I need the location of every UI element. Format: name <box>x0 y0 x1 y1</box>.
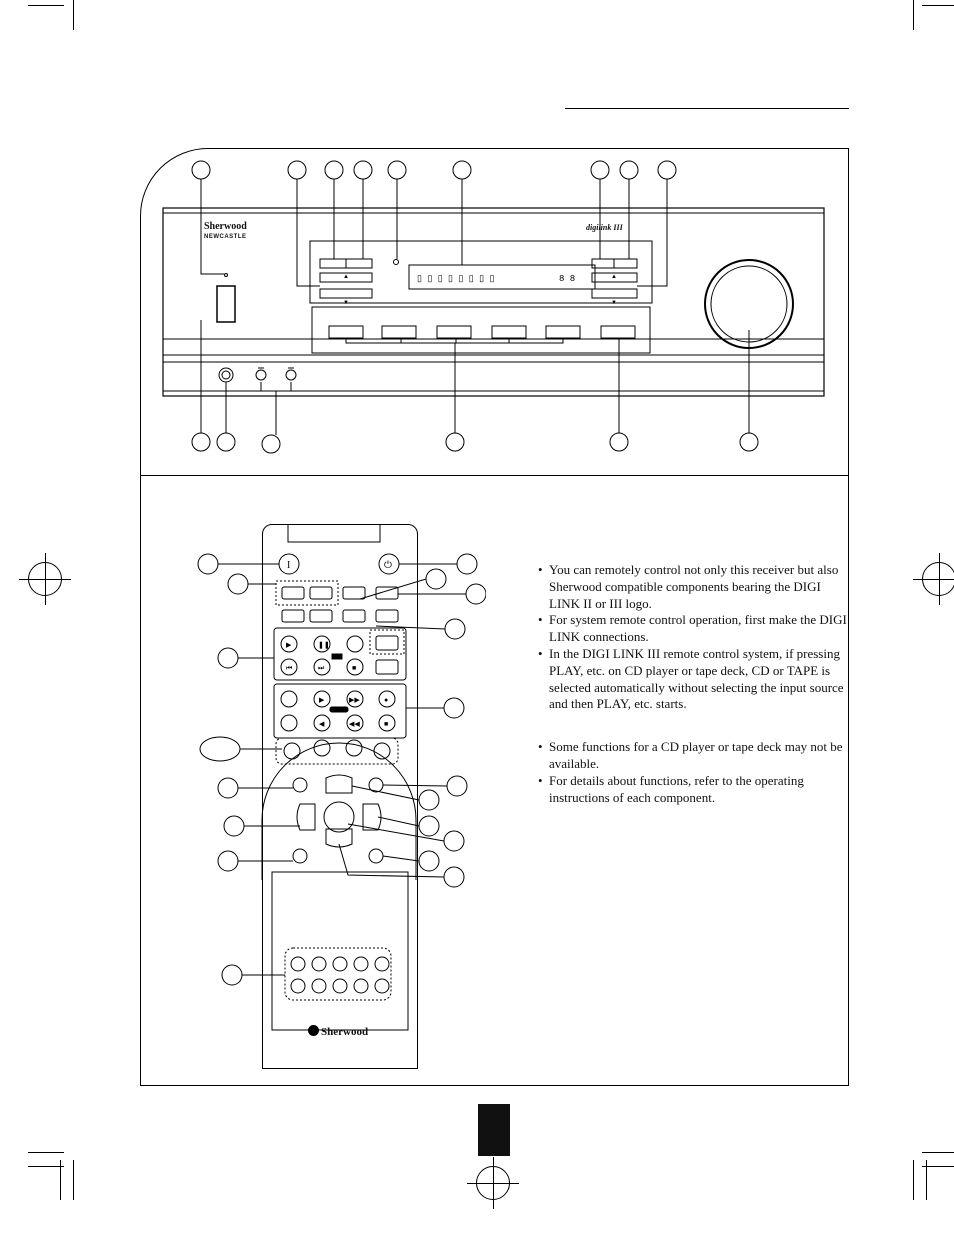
remote-brand-logo: Sherwood <box>308 1025 368 1038</box>
svg-text:▶: ▶ <box>286 641 292 649</box>
receiver-body <box>162 207 825 397</box>
svg-text:⏮: ⏮ <box>286 664 292 672</box>
note-functions-availability: Some functions for a CD player or tape d… <box>538 739 848 773</box>
crop-mark <box>913 0 914 30</box>
header-rule <box>565 108 849 109</box>
illustration-frame <box>140 148 849 1086</box>
page-tab <box>478 1104 510 1156</box>
remote-callouts-left <box>197 553 249 986</box>
svg-text:❚❚: ❚❚ <box>318 641 330 649</box>
svg-text:▼: ▼ <box>611 300 617 306</box>
note-operating-instructions: For details about functions, refer to th… <box>538 773 848 807</box>
registration-mark <box>467 1157 519 1209</box>
digilink-logo: digilink III <box>586 223 623 232</box>
crop-mark <box>73 1160 74 1200</box>
crop-mark <box>28 1166 64 1167</box>
power-switch <box>216 285 236 323</box>
cd-control-block <box>273 627 407 681</box>
indicator-led <box>393 259 399 265</box>
display-window <box>408 264 596 290</box>
registration-mark <box>19 553 71 605</box>
frame-divider <box>140 475 849 476</box>
crop-mark <box>926 1160 927 1200</box>
svg-text:▶: ▶ <box>319 696 325 704</box>
svg-text:●: ● <box>384 696 388 704</box>
callout-circles-top <box>191 160 677 180</box>
crop-mark <box>28 1152 64 1153</box>
input-selector-buttons <box>328 325 636 339</box>
note-digilink-iii: In the DIGI LINK III remote control syst… <box>538 646 848 713</box>
crop-mark <box>913 1160 914 1200</box>
remote-control-diagram: I ⏻ ▶❚❚⏮⏭■ ▶▶▶● ◀◀◀■ <box>197 524 486 1031</box>
right-up-button <box>591 272 638 283</box>
svg-text:▲: ▲ <box>343 274 349 280</box>
number-keypad <box>290 956 390 994</box>
remote-callouts-right <box>418 553 486 888</box>
input-buttons-row2 <box>281 609 399 623</box>
front-logo-subtext: NEWCASTLE <box>204 234 247 240</box>
crop-mark <box>73 0 74 30</box>
svg-text:◀: ◀ <box>319 720 325 728</box>
input-jack-right <box>285 369 297 381</box>
navigation-cross <box>296 774 382 848</box>
crop-mark <box>922 5 954 6</box>
front-logo-text: Sherwood <box>204 221 247 232</box>
navigation-arc <box>261 742 417 880</box>
input-buttons-row1 <box>281 586 399 600</box>
enter-button <box>323 801 355 833</box>
note-digilink-connection: For system remote control operation, fir… <box>538 612 848 646</box>
phones-jack <box>218 367 234 383</box>
registration-mark <box>913 553 954 605</box>
crop-mark <box>60 1160 61 1200</box>
crop-mark <box>922 1166 954 1167</box>
left-up-button <box>319 272 373 283</box>
svg-text:■: ■ <box>352 664 356 672</box>
svg-text:8 8: 8 8 <box>559 274 575 284</box>
front-brand-logo: Sherwood NEWCASTLE <box>204 222 247 242</box>
front-panel-diagram: ▯ ▯ ▯ ▯ ▯ ▯ ▯ ▯ 8 8 ▲ ▼ ▲ ▼ <box>162 160 825 454</box>
svg-text:I: I <box>287 560 290 571</box>
svg-text:▶▶: ▶▶ <box>349 696 360 704</box>
remote-notes: You can remotely control not only this r… <box>538 562 848 806</box>
callout-circles-bottom <box>191 432 759 454</box>
svg-text:■: ■ <box>384 720 388 728</box>
tape-transport-buttons <box>280 690 396 732</box>
remote-logo-text: Sherwood <box>321 1026 369 1038</box>
svg-text:⏻: ⏻ <box>384 560 392 571</box>
svg-text:◀◀: ◀◀ <box>349 720 360 728</box>
input-jack-left <box>255 369 267 381</box>
svg-text:▯ ▯ ▯ ▯ ▯ ▯ ▯ ▯: ▯ ▯ ▯ ▯ ▯ ▯ ▯ ▯ <box>417 274 494 284</box>
svg-text:⏭: ⏭ <box>318 664 325 672</box>
left-down-button <box>319 288 373 299</box>
cd-transport-buttons <box>280 635 364 676</box>
center-control-panel <box>309 240 653 304</box>
svg-text:▼: ▼ <box>343 300 349 306</box>
note-remote-control: You can remotely control not only this r… <box>538 562 848 612</box>
right-down-button <box>591 288 638 299</box>
sherwood-logo-icon <box>308 1025 319 1036</box>
crop-mark <box>28 5 64 6</box>
svg-text:▲: ▲ <box>611 274 617 280</box>
remote-control-body <box>262 524 418 1069</box>
crop-mark <box>922 1152 954 1153</box>
